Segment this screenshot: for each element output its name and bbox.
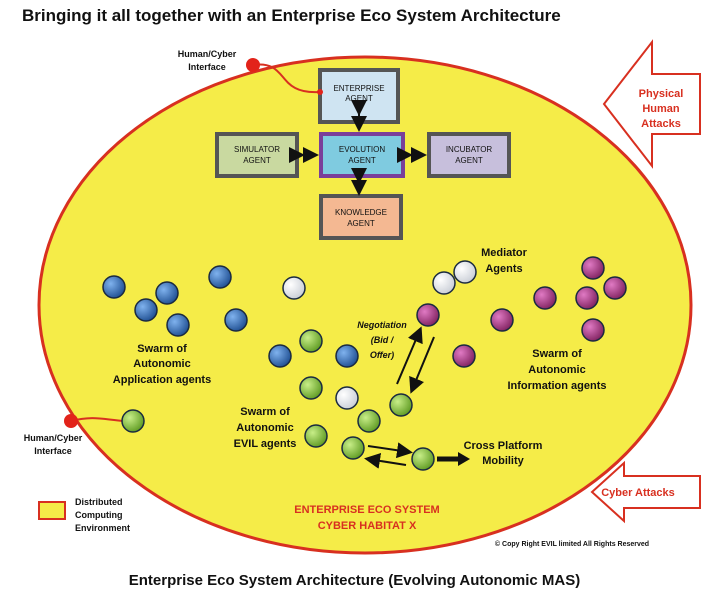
habitat-line2: CYBER HABITAT X bbox=[318, 520, 417, 532]
application-agent bbox=[335, 344, 359, 368]
information-agent bbox=[416, 303, 440, 327]
information-agent bbox=[575, 286, 599, 310]
left-interface-line2: Interface bbox=[34, 446, 72, 456]
mediator-label-line1: Mediator bbox=[481, 247, 528, 259]
information-agent bbox=[581, 256, 605, 280]
cross-platform-line1: Cross Platform bbox=[464, 440, 543, 452]
evil-agent bbox=[389, 393, 413, 417]
mediator-agent bbox=[335, 386, 359, 410]
information-agent bbox=[603, 276, 627, 300]
negotiation-line2: (Bid / bbox=[371, 335, 395, 345]
evil-agents-swarm bbox=[121, 329, 435, 471]
mediator-label-line2: Agents bbox=[485, 263, 522, 275]
app-swarm-line1: Swarm of bbox=[137, 343, 187, 355]
incubator-agent-line1: INCUBATOR bbox=[446, 145, 493, 154]
legend-line2: Computing bbox=[75, 510, 123, 520]
simulator-agent-line1: SIMULATOR bbox=[234, 145, 280, 154]
enterprise-agent-line2: AGENT bbox=[345, 94, 373, 103]
physical-attacks-line1: Physical bbox=[639, 88, 684, 100]
agent-connectors bbox=[289, 100, 427, 196]
incubator-agent-box: INCUBATOR AGENT bbox=[427, 132, 511, 178]
negotiation-line3: Offer) bbox=[370, 350, 394, 360]
application-agent bbox=[155, 281, 179, 305]
evolution-agent-box: EVOLUTION AGENT bbox=[319, 132, 405, 178]
evolution-agent-line2: AGENT bbox=[348, 156, 376, 165]
evil-agent bbox=[411, 447, 435, 471]
application-agent bbox=[268, 344, 292, 368]
information-agent bbox=[490, 308, 514, 332]
simulator-agent-box: SIMULATOR AGENT bbox=[215, 132, 299, 178]
page-title: Bringing it all together with an Enterpr… bbox=[22, 6, 561, 25]
physical-attacks-line2: Human bbox=[642, 103, 680, 115]
application-agent bbox=[224, 308, 248, 332]
legend-line3: Environment bbox=[75, 523, 130, 533]
application-agent bbox=[166, 313, 190, 337]
mediator-agents bbox=[282, 260, 477, 410]
knowledge-agent-line1: KNOWLEDGE bbox=[335, 208, 387, 217]
application-agent bbox=[134, 298, 158, 322]
application-agents-swarm bbox=[102, 265, 359, 368]
evil-agent bbox=[304, 424, 328, 448]
evil-agent bbox=[299, 329, 323, 353]
evil-agent bbox=[357, 409, 381, 433]
negotiation-line1: Negotiation bbox=[357, 320, 407, 330]
negotiation-arrows bbox=[396, 326, 435, 394]
info-swarm-line1: Swarm of bbox=[532, 348, 582, 360]
application-agent bbox=[208, 265, 232, 289]
legend-line1: Distributed bbox=[75, 497, 123, 507]
mobility-arrow bbox=[437, 452, 470, 466]
legend-swatch bbox=[38, 501, 66, 520]
physical-attacks-arrow: Physical Human Attacks bbox=[602, 39, 701, 169]
habitat-line1: ENTERPRISE ECO SYSTEM bbox=[294, 504, 439, 516]
information-agent bbox=[452, 344, 476, 368]
top-human-cyber-interface: Human/Cyber Interface bbox=[178, 49, 323, 95]
info-swarm-line3: Information agents bbox=[507, 380, 606, 392]
evil-swarm-line1: Swarm of bbox=[240, 406, 290, 418]
figure-caption: Enterprise Eco System Architecture (Evol… bbox=[128, 572, 581, 589]
incubator-agent-line2: AGENT bbox=[455, 156, 483, 165]
evolution-agent-line1: EVOLUTION bbox=[339, 145, 385, 154]
legend: Distributed Computing Environment bbox=[38, 497, 130, 533]
application-agent bbox=[102, 275, 126, 299]
evil-agent bbox=[341, 436, 365, 460]
top-interface-line1: Human/Cyber bbox=[178, 49, 237, 59]
cyber-attacks-arrow: Cyber Attacks bbox=[590, 460, 701, 524]
knowledge-agent-line2: AGENT bbox=[347, 219, 375, 228]
left-human-cyber-interface: Human/Cyber Interface bbox=[24, 414, 126, 456]
cross-platform-arrows bbox=[364, 442, 413, 469]
copyright-notice: © Copy Right EVIL limited All Rights Res… bbox=[495, 540, 649, 548]
information-agents-swarm bbox=[416, 256, 627, 368]
left-interface-line1: Human/Cyber bbox=[24, 433, 83, 443]
evil-swarm-line3: EVIL agents bbox=[234, 438, 297, 450]
simulator-agent-line2: AGENT bbox=[243, 156, 271, 165]
mediator-agent bbox=[453, 260, 477, 284]
physical-attacks-line3: Attacks bbox=[641, 118, 681, 130]
information-agent bbox=[533, 286, 557, 310]
mediator-agent bbox=[282, 276, 306, 300]
cyber-attacks-label: Cyber Attacks bbox=[601, 487, 675, 499]
mediator-agent bbox=[432, 271, 456, 295]
information-agent bbox=[581, 318, 605, 342]
enterprise-agent-line1: ENTERPRISE bbox=[333, 84, 384, 93]
top-interface-line2: Interface bbox=[188, 62, 226, 72]
cross-platform-line2: Mobility bbox=[482, 455, 524, 467]
app-swarm-line3: Application agents bbox=[113, 374, 211, 386]
distributed-computing-habitat bbox=[37, 55, 693, 555]
knowledge-agent-box: KNOWLEDGE AGENT bbox=[319, 194, 403, 240]
evil-swarm-line2: Autonomic bbox=[236, 422, 293, 434]
evil-agent bbox=[299, 376, 323, 400]
evil-agent bbox=[121, 409, 145, 433]
info-swarm-line2: Autonomic bbox=[528, 364, 585, 376]
app-swarm-line2: Autonomic bbox=[133, 358, 190, 370]
